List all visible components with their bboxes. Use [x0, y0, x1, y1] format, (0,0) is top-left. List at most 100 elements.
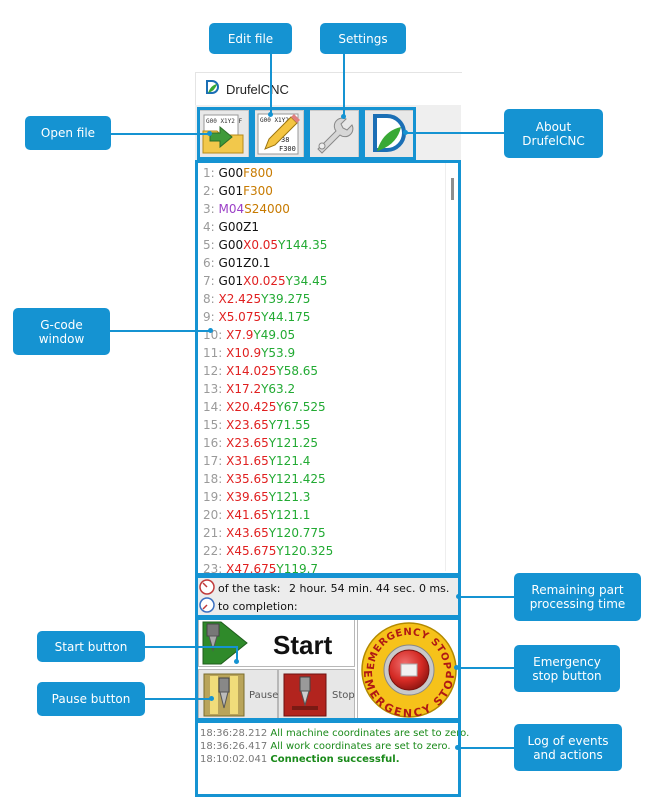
gcode-line[interactable]: 8: X2.425Y39.275 [203, 290, 310, 308]
log-timestamp: 18:10:02.041 [200, 754, 268, 765]
gcode-line[interactable]: 13: X17.2Y63.2 [203, 380, 295, 398]
gcode-line[interactable]: 5: G00X0.05Y144.35 [203, 236, 327, 254]
gcode-token: S24000 [244, 202, 290, 216]
wrench-icon [317, 117, 354, 154]
gcode-token: Y58.65 [276, 364, 319, 378]
pause-icon [203, 673, 245, 717]
gcode-token: X39.65 [226, 490, 269, 504]
log-message: All work coordinates are set to zero. [270, 741, 451, 752]
stop-icon [283, 673, 327, 717]
gcode-line-number: 15: [203, 418, 223, 432]
gcode-line[interactable]: 9: X5.075Y44.175 [203, 308, 310, 326]
gcode-line-number: 8: [203, 292, 215, 306]
connector-dot [456, 594, 461, 599]
gcode-line-number: 6: [203, 256, 215, 270]
connector-line [111, 133, 209, 135]
gcode-line[interactable]: 1: G00F800 [203, 164, 273, 182]
emergency-stop-button[interactable]: EMERGENCY STOP EMERGENCY STOP [357, 619, 460, 720]
connector-dot [208, 328, 213, 333]
edit-icon-text: G00 X1Y2 F [260, 117, 297, 124]
stopwatch-icon [199, 579, 215, 595]
gcode-line-number: 20: [203, 508, 223, 522]
gcode-line[interactable]: 7: G01X0.025Y34.45 [203, 272, 327, 290]
task-time-label: of the task: [218, 582, 281, 595]
completion-time-label: to completion: [218, 600, 298, 613]
callout-gcode-window: G-code window [13, 308, 110, 355]
connector-line [406, 132, 504, 134]
edit-file-button[interactable]: G00 X1Y2 F 38 F300 [254, 110, 304, 158]
gcode-token: X0.05 [243, 238, 279, 252]
gcode-line-number: 11: [203, 346, 223, 360]
gcode-token: Y144.35 [278, 238, 328, 252]
gcode-token: Y49.05 [253, 328, 296, 342]
gcode-line[interactable]: 14: X20.425Y67.525 [203, 398, 326, 416]
gcode-line-number: 1: [203, 166, 215, 180]
gcode-token: Y119.7 [276, 562, 319, 576]
log-timestamp: 18:36:26.417 [200, 741, 268, 752]
start-button[interactable]: Start [198, 619, 355, 667]
gcode-token: X2.425 [218, 292, 262, 306]
gcode-line[interactable]: 2: G01F300 [203, 182, 273, 200]
gcode-line-number: 4: [203, 220, 215, 234]
gcode-scroll-thumb[interactable] [451, 178, 454, 200]
connector-dot [454, 665, 459, 670]
gcode-token: X31.65 [226, 454, 269, 468]
gcode-token: X10.9 [226, 346, 262, 360]
gcode-line[interactable]: 3: M04S24000 [203, 200, 290, 218]
app-logo-icon [206, 80, 219, 94]
highlight-log [195, 720, 461, 797]
stopwatch-icon [199, 597, 215, 613]
gcode-line[interactable]: 16: X23.65Y121.25 [203, 434, 318, 452]
gcode-token: G01 [218, 274, 244, 288]
gcode-line[interactable]: 15: X23.65Y71.55 [203, 416, 310, 434]
gcode-line[interactable]: 18: X35.65Y121.425 [203, 470, 326, 488]
gcode-line[interactable]: 4: G00Z1 [203, 218, 259, 236]
gcode-line-number: 3: [203, 202, 215, 216]
gcode-token: X43.65 [226, 526, 269, 540]
callout-log: Log of events and actions [514, 724, 622, 771]
about-button[interactable] [364, 110, 414, 158]
gcode-token: G00 [218, 238, 244, 252]
edit-icon-num: 38 [281, 136, 289, 144]
gcode-line-number: 12: [203, 364, 223, 378]
callout-gcode-line1: G-code [40, 317, 83, 332]
gcode-token: X14.025 [226, 364, 277, 378]
gcode-token: G01 [218, 184, 244, 198]
gcode-line[interactable]: 6: G01Z0.1 [203, 254, 270, 272]
gcode-line[interactable]: 11: X10.9Y53.9 [203, 344, 295, 362]
edit-file-icon: G00 X1Y2 F 38 F300 [257, 113, 300, 155]
start-label: Start [273, 630, 333, 660]
gcode-line[interactable]: 12: X14.025Y58.65 [203, 362, 318, 380]
log-message: Connection successful. [270, 754, 400, 765]
connector-dot [455, 745, 460, 750]
gcode-line[interactable]: 20: X41.65Y121.1 [203, 506, 310, 524]
connector-line [236, 646, 238, 662]
gcode-line-number: 13: [203, 382, 223, 396]
gcode-line[interactable]: 21: X43.65Y120.775 [203, 524, 326, 542]
gcode-token: X23.65 [226, 436, 269, 450]
callout-log-line1: Log of events [527, 733, 609, 748]
open-file-button[interactable]: G00 X1Y2 F [199, 110, 249, 158]
callout-remaining-line2: processing time [529, 597, 626, 611]
gcode-line-number: 14: [203, 400, 223, 414]
gcode-token: X7.9 [226, 328, 254, 342]
gcode-line-number: 17: [203, 454, 223, 468]
gcode-token: Y53.9 [261, 346, 296, 360]
gcode-line[interactable]: 23: X47.675Y119.7 [203, 560, 318, 578]
connector-line [457, 667, 514, 669]
gcode-token: Y44.175 [261, 310, 311, 324]
callout-gcode-line2: window [38, 331, 85, 346]
gcode-line[interactable]: 19: X39.65Y121.3 [203, 488, 310, 506]
settings-button[interactable] [309, 110, 359, 158]
gcode-line[interactable]: 17: X31.65Y121.4 [203, 452, 310, 470]
gcode-line[interactable]: 22: X45.675Y120.325 [203, 542, 333, 560]
gcode-window[interactable] [195, 160, 461, 575]
gcode-token: F300 [243, 184, 273, 198]
gcode-scrollbar[interactable] [445, 163, 460, 571]
pause-button[interactable]: Pause [198, 669, 278, 720]
gcode-token: Z0.1 [243, 256, 271, 270]
connector-line [343, 54, 345, 116]
event-log[interactable] [195, 720, 461, 797]
connector-dot [234, 659, 239, 664]
gcode-token: Y121.3 [268, 490, 311, 504]
